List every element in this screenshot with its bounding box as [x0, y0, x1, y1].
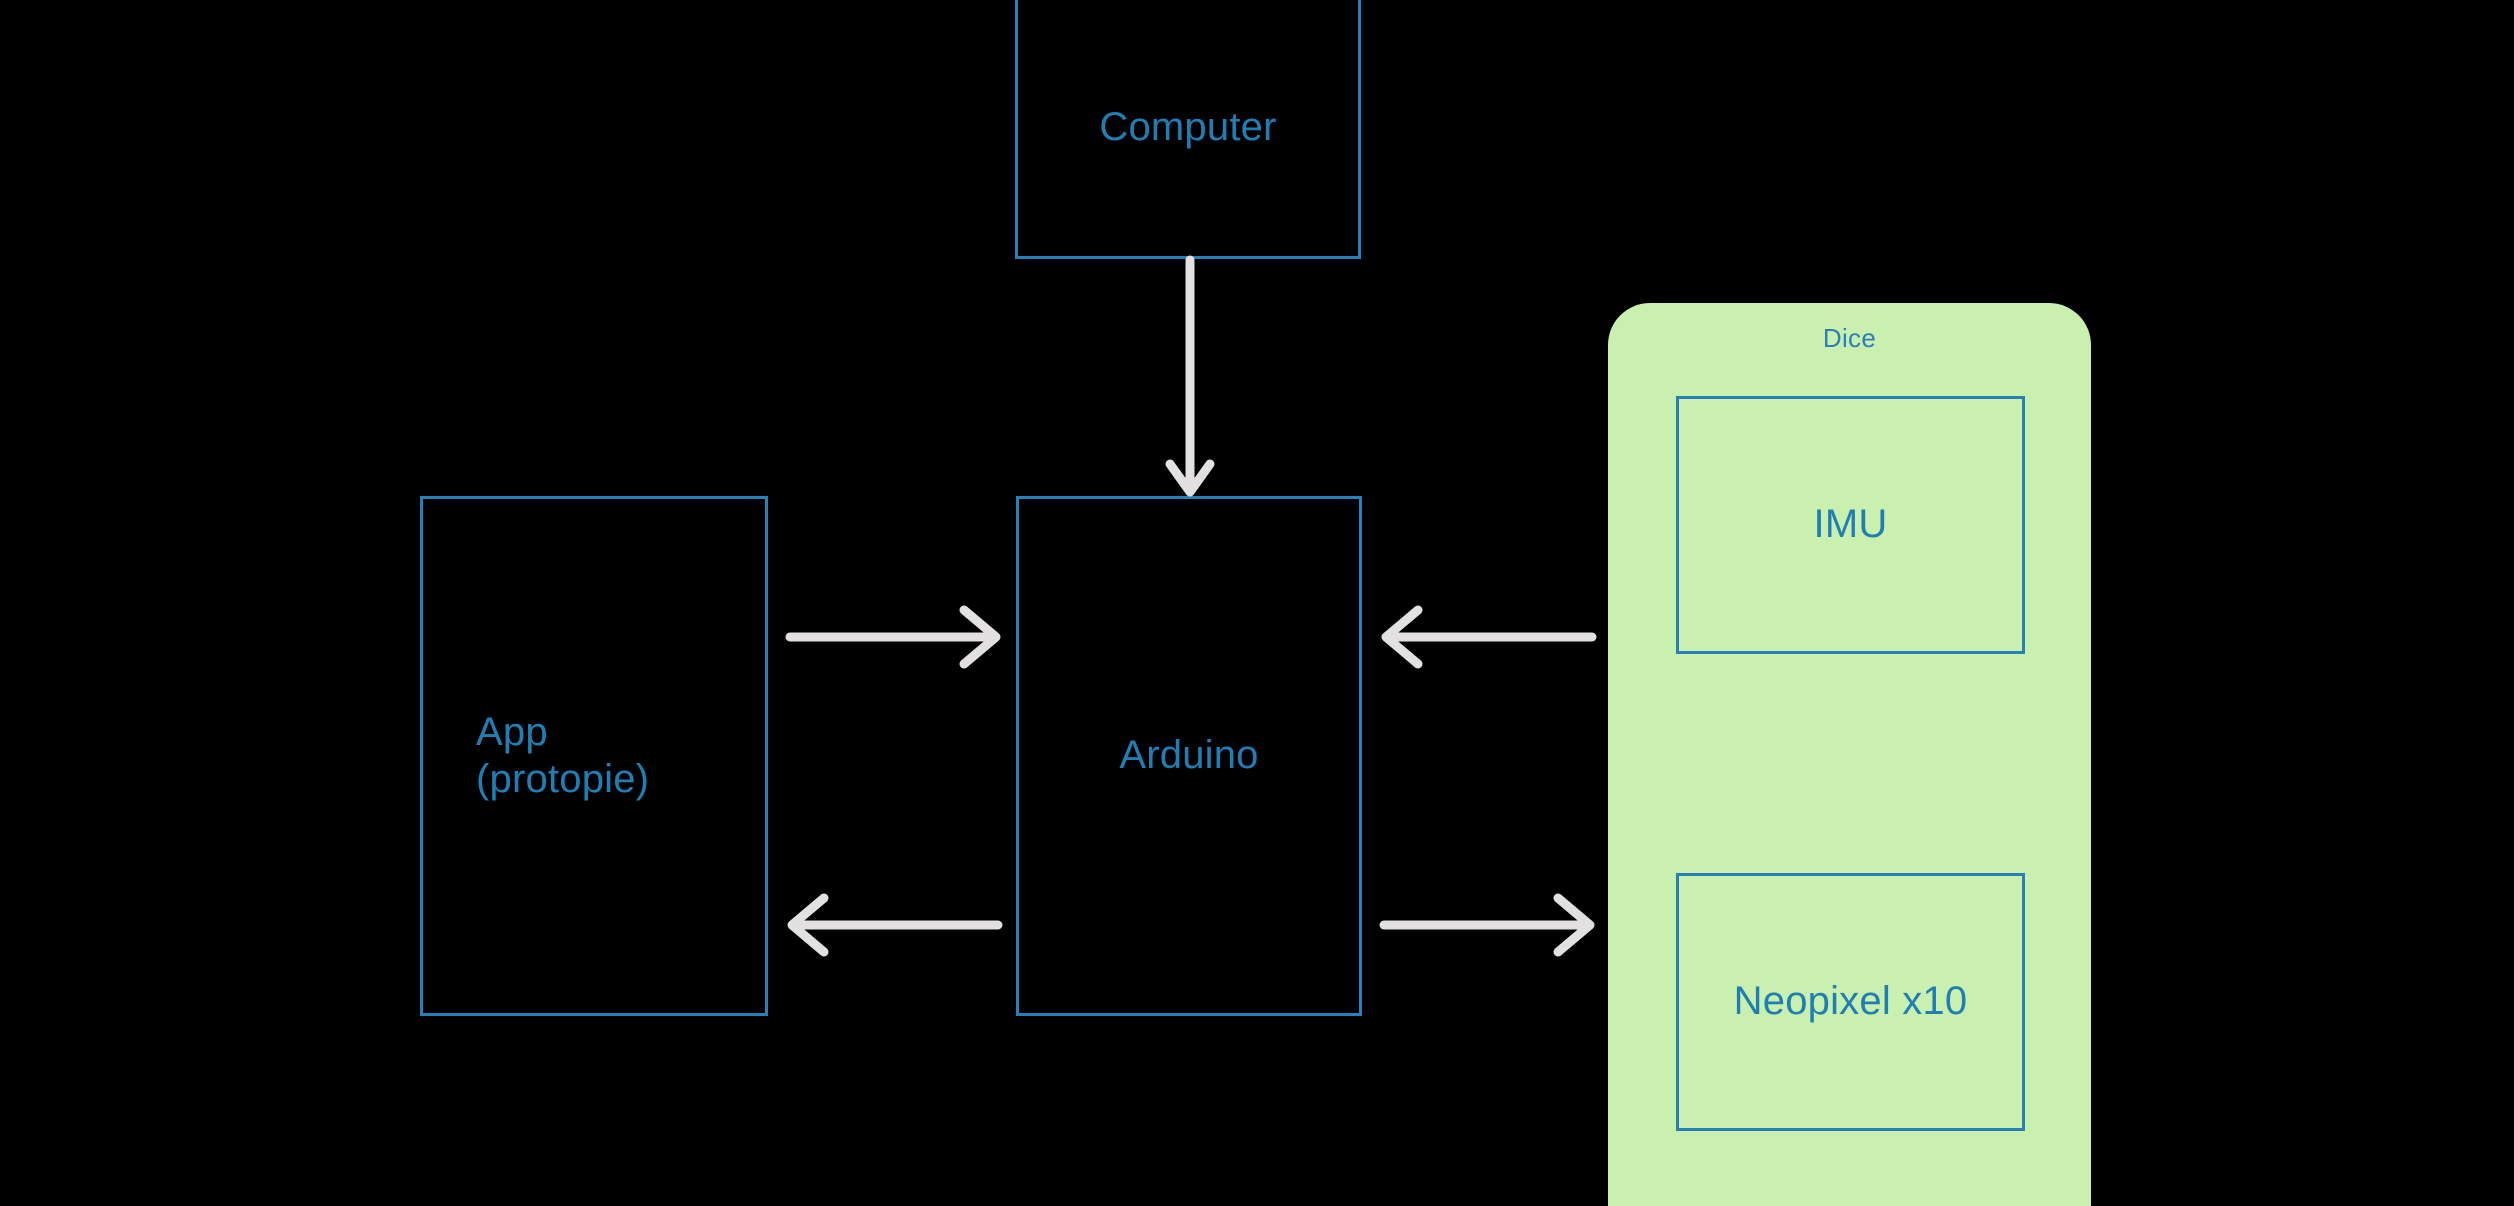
node-computer-label: Computer — [1099, 104, 1277, 149]
node-arduino-label: Arduino — [1119, 733, 1259, 778]
arrow-app-to-arduino — [785, 605, 1001, 669]
node-app[interactable]: App (protopie) — [420, 496, 768, 1016]
group-dice[interactable]: Dice IMU Neopixel x10 — [1608, 303, 2091, 1206]
arrow-arduino-to-dice — [1379, 893, 1595, 957]
arrow-arduino-to-app — [787, 893, 1003, 957]
node-neopixel-label: Neopixel x10 — [1733, 979, 1968, 1024]
node-imu[interactable]: IMU — [1676, 396, 2025, 654]
node-imu-label: IMU — [1813, 502, 1888, 547]
node-app-label: App (protopie) — [476, 709, 650, 801]
arrow-computer-to-arduino — [1165, 255, 1215, 497]
node-neopixel[interactable]: Neopixel x10 — [1676, 873, 2025, 1131]
group-dice-title: Dice — [1822, 323, 1877, 353]
node-arduino[interactable]: Arduino — [1016, 496, 1362, 1016]
arrow-dice-to-arduino — [1381, 605, 1597, 669]
node-computer[interactable]: Computer — [1015, 0, 1361, 259]
